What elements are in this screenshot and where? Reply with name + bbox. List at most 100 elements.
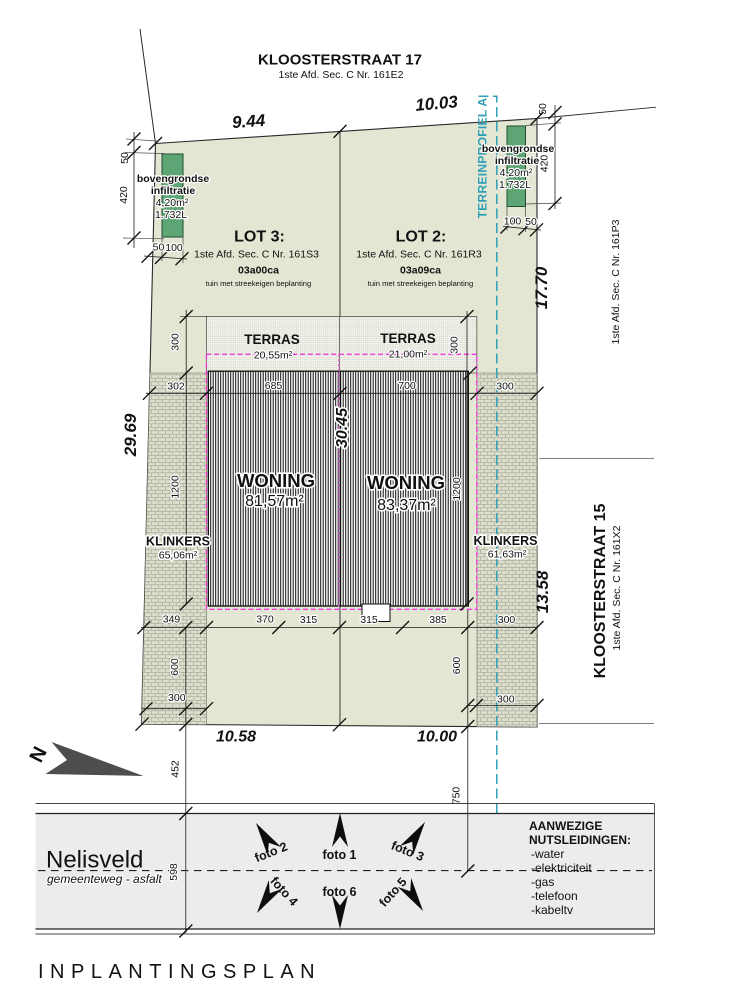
woning-entrance-notch xyxy=(361,603,391,622)
lot2-labels: LOT 2: 1ste Afd. Sec. C Nr. 161R3 03a09c… xyxy=(356,229,482,289)
dim-29-69: 29.69 xyxy=(121,413,140,457)
building-envelope-dashed xyxy=(205,353,478,610)
terras3-area: 20,55m² xyxy=(254,350,293,362)
neighbor-cad: 1ste Afd. Sec. C Nr. 161X2 xyxy=(611,525,623,650)
dim-w700: 700 xyxy=(398,380,416,392)
woning2-label: WONING xyxy=(367,472,445,493)
utilities-items-3-label: -telefoon xyxy=(531,889,578,903)
lot3-note-label: tuin met streekeigen beplanting xyxy=(206,279,312,288)
photo-label-1: foto 1 xyxy=(322,848,356,862)
lot3-cadastre-label: 1ste Afd. Sec. C Nr. 161S3 xyxy=(194,249,319,261)
lot2-cadastre-label: 1ste Afd. Sec. C Nr. 161R3 xyxy=(356,249,482,261)
dim-w302: 302 xyxy=(167,381,185,393)
dim-infl-r-off: 50 xyxy=(537,103,549,115)
klinkers3-area: 65,06m² xyxy=(159,550,198,562)
dim-infl-l-gap: 50 xyxy=(153,242,165,254)
woning3-label: WONING xyxy=(237,470,315,491)
lot2-note-label: tuin met streekeigen beplanting xyxy=(368,279,474,288)
infiltration-line1-label: bovengrondse xyxy=(137,173,210,185)
sheet-title: INPLANTINGSPLAN xyxy=(38,961,321,983)
infiltration-left-labels: bovengrondse infiltratie 4,20m² 1.732L xyxy=(136,172,211,222)
neighbor-cad-top: 1ste Afd. Sec. C Nr. 161P3 xyxy=(610,219,622,344)
utilities-items-2-label: -gas xyxy=(531,875,554,889)
klinkers2-label: KLINKERS xyxy=(474,534,538,548)
infiltration-box-left xyxy=(161,153,184,238)
dim-f349: 349 xyxy=(163,614,181,626)
dim-9-44: 9.44 xyxy=(231,111,266,132)
infiltration-volume-label: 1.732L xyxy=(499,179,531,191)
dim-rear-r-300: 300 xyxy=(497,694,515,706)
klinkers2-area: 61,63m² xyxy=(488,549,527,561)
lot3-label-label: LOT 3: xyxy=(234,229,285,246)
lot2-label-label: LOT 2: xyxy=(396,229,447,246)
dim-1200-l: 1200 xyxy=(170,475,182,499)
dim-infl-l-off: 50 xyxy=(119,152,131,164)
dim-f315b: 315 xyxy=(360,614,378,626)
infiltration-volume-label: 1.732L xyxy=(155,209,187,221)
klinkers3-label: KLINKERS xyxy=(146,535,210,549)
witness-line xyxy=(124,152,165,154)
utilities-items-1-label: -elektriciteit xyxy=(531,861,592,875)
dimension-line xyxy=(502,226,542,231)
dim-infl-r-gap: 50 xyxy=(525,216,537,228)
terrain-profile-label: TERREINPROFIEL A xyxy=(476,98,490,219)
road-surface xyxy=(35,813,655,929)
dim-infl-l-w: 100 xyxy=(165,242,183,254)
infiltration-right-labels: bovengrondse infiltratie 4,20m² 1.732L xyxy=(481,142,556,192)
dim-10-00: 10.00 xyxy=(417,729,457,746)
road-subtitle: gemeenteweg - asfalt xyxy=(47,872,162,886)
infiltration-box-right xyxy=(506,125,526,207)
dim-1200-r: 1200 xyxy=(451,477,463,501)
infiltration-line2-label: infiltratie xyxy=(151,185,195,197)
boundary-extension-topright xyxy=(536,106,657,119)
dim-infl-r-w: 100 xyxy=(504,216,522,228)
north-arrow xyxy=(45,742,144,776)
street-top-cadastre: 1ste Afd. Sec. C Nr. 161E2 xyxy=(279,69,404,81)
dim-10-03: 10.03 xyxy=(415,92,460,115)
neighbor-street: KLOOSTERSTRAAT 15 xyxy=(592,503,609,678)
dim-30-45: 30.45 xyxy=(334,407,351,448)
dim-f370: 370 xyxy=(256,614,274,626)
utilities-block: AANWEZIGE NUTSLEIDINGEN: -water -elektri… xyxy=(529,819,631,917)
dim-rear-l-600: 600 xyxy=(169,658,181,676)
street-top-name: KLOOSTERSTRAAT 17 xyxy=(258,52,422,69)
dim-terras-l: 300 xyxy=(170,333,182,351)
utilities-items-0-label: -water xyxy=(531,847,564,861)
boundary-extension-topleft xyxy=(139,28,156,144)
north-label: N xyxy=(26,743,52,766)
utilities-header1-label: AANWEZIGE xyxy=(529,819,602,833)
infiltration-line1-label: bovengrondse xyxy=(482,143,555,155)
infiltration-line2-label: infiltratie xyxy=(495,155,539,167)
woning3-area: 81,57m² xyxy=(245,493,304,510)
dim-10-58: 10.58 xyxy=(216,729,256,746)
dim-w300: 300 xyxy=(496,381,514,393)
terras2-area: 21,00m² xyxy=(389,349,428,361)
dim-598: 598 xyxy=(168,863,180,881)
utilities-items-4-label: -kabeltv xyxy=(531,903,573,917)
woning2-area: 83,37m² xyxy=(377,497,436,514)
dim-f385: 385 xyxy=(429,614,447,626)
photo-label-6: foto 6 xyxy=(322,885,356,899)
klinkers-left-area xyxy=(141,372,207,725)
terras3-label: TERRAS xyxy=(244,332,300,347)
lot2-area-code-label: 03a09ca xyxy=(400,265,441,277)
lot3-area-code-label: 03a00ca xyxy=(238,265,279,277)
dim-17-70: 17.70 xyxy=(532,266,551,309)
dim-452: 452 xyxy=(170,760,182,778)
dim-f300: 300 xyxy=(498,614,516,626)
road-name: Nelisveld xyxy=(46,847,143,874)
witness-line xyxy=(125,138,158,142)
dim-f315a: 315 xyxy=(300,614,318,626)
dim-infl-l-h: 420 xyxy=(118,186,130,204)
dim-rear-r-600: 600 xyxy=(451,657,463,675)
utilities-header2-label: NUTSLEIDINGEN: xyxy=(529,833,631,847)
terras-area xyxy=(205,316,478,374)
infiltration-area-label: 4,20m² xyxy=(156,197,189,209)
dim-13-58: 13.58 xyxy=(533,570,552,613)
dim-terras-r: 300 xyxy=(449,336,461,354)
dim-rear-l-300: 300 xyxy=(168,692,186,704)
lot3-labels: LOT 3: 1ste Afd. Sec. C Nr. 161S3 03a00c… xyxy=(194,229,319,289)
terras2-label: TERRAS xyxy=(380,331,436,346)
